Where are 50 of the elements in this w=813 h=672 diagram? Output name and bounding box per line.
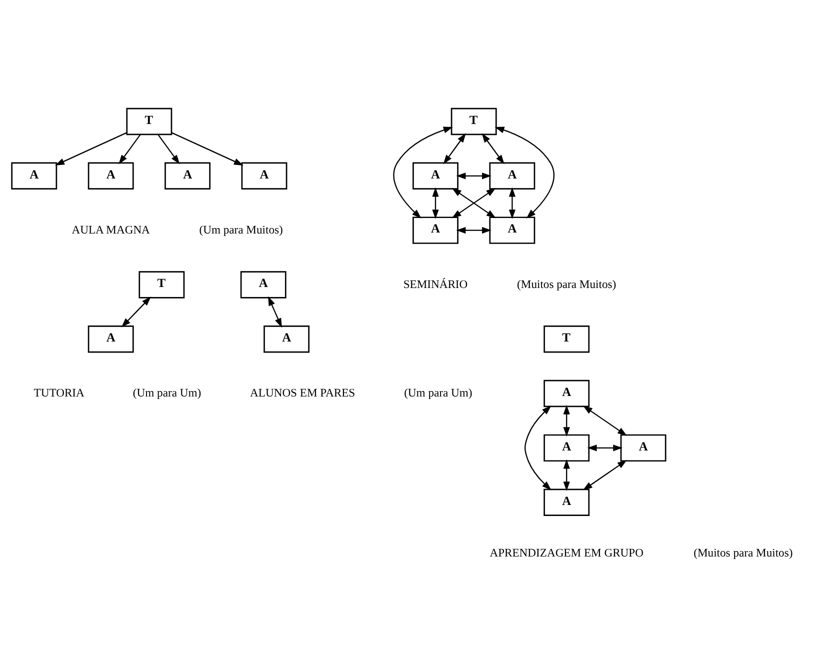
node-box: A	[241, 162, 288, 190]
label: AULA MAGNA	[72, 223, 150, 236]
node-box: A	[544, 380, 590, 408]
arrow	[158, 134, 180, 164]
arrow	[54, 132, 127, 166]
arrow	[443, 133, 466, 164]
arrow	[456, 227, 492, 234]
label: (Um para Um)	[404, 386, 472, 400]
node-box: A	[544, 434, 590, 462]
node-box: A	[412, 162, 458, 190]
node-box: T	[138, 271, 185, 298]
node-box: A	[489, 216, 536, 244]
node-box: A	[164, 162, 210, 190]
arrow	[524, 406, 552, 490]
arrow	[587, 444, 623, 452]
arrow	[582, 406, 628, 436]
node-box: A	[489, 162, 536, 190]
node-box: A	[240, 271, 286, 298]
label: TUTORIA	[34, 386, 84, 400]
label: ALUNOS EM PARES	[250, 386, 356, 400]
node-box: A	[544, 488, 590, 516]
arrow	[121, 296, 152, 328]
arrow	[582, 460, 627, 490]
node-box: A	[88, 162, 134, 190]
label: SEMINÁRIO	[403, 278, 468, 291]
label: (Muitos para Muitos)	[694, 546, 793, 560]
arrow	[563, 459, 570, 492]
node-box: A	[88, 326, 134, 353]
arrow	[393, 126, 453, 219]
arrow	[268, 296, 282, 328]
node-box: A	[264, 326, 310, 353]
arrow	[118, 134, 141, 164]
node-box: T	[544, 326, 590, 353]
arrow	[494, 126, 554, 219]
label: (Muitos para Muitos)	[517, 278, 616, 291]
arrow	[171, 132, 244, 166]
arrow	[482, 133, 504, 164]
node-box: A	[620, 434, 666, 462]
label: (Um para Um)	[132, 386, 202, 400]
arrow	[563, 404, 570, 437]
node-box: A	[11, 162, 58, 190]
label: APRENDIZAGEM EM GRUPO	[490, 546, 644, 560]
node-box: T	[450, 108, 497, 136]
node-box: T	[126, 108, 172, 136]
arrow	[432, 187, 439, 220]
arrow	[508, 187, 516, 220]
node-box: A	[412, 216, 458, 244]
label: (Um para Muitos)	[199, 223, 283, 236]
arrow	[452, 188, 496, 218]
arrow	[456, 172, 492, 180]
